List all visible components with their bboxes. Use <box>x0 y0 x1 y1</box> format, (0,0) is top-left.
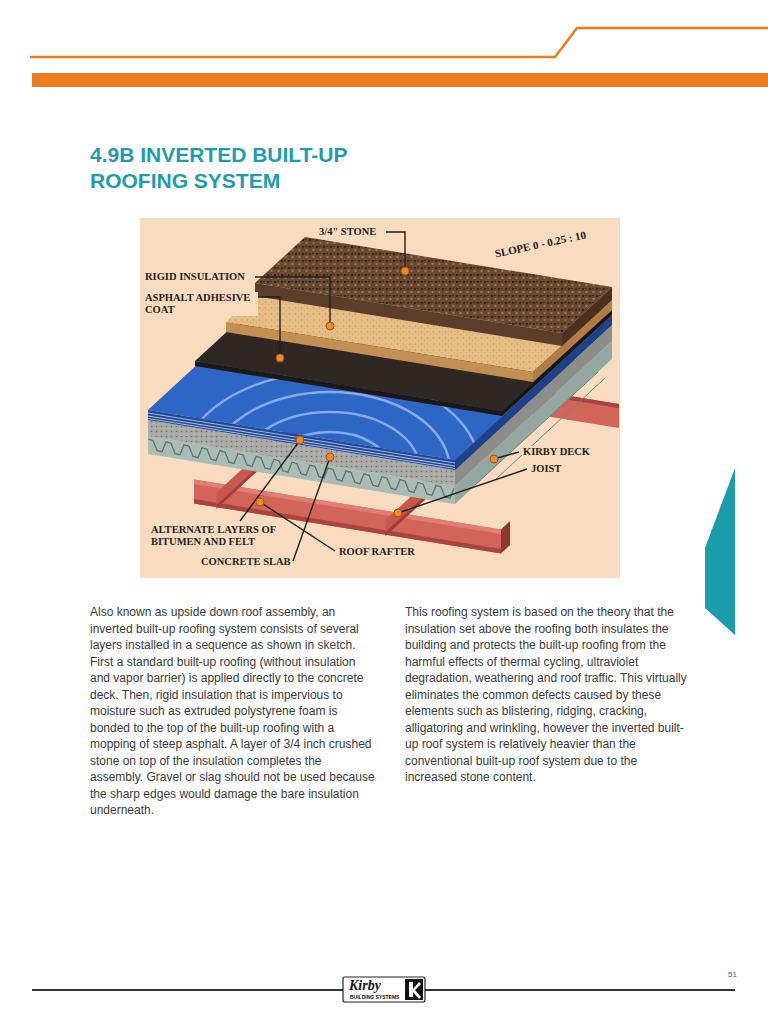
part-label: ASPHALT ADHESIVE COAT <box>144 292 258 316</box>
part-label: 3/4" STONE <box>318 226 377 238</box>
body-paragraph: Also known as upside down roof assembly,… <box>90 604 375 819</box>
header-rule <box>30 28 768 57</box>
stone-side <box>562 287 612 346</box>
illustration-ground <box>140 218 620 578</box>
leader-dot <box>490 455 498 463</box>
part-label: KIRBY DECK <box>522 446 591 458</box>
logo-icon-mark <box>409 982 421 999</box>
logo-icon <box>405 979 423 1000</box>
side-tab <box>705 468 735 635</box>
leader-lines <box>240 232 527 561</box>
leader-dot <box>256 498 264 506</box>
leader-line <box>497 452 519 458</box>
footer-rule <box>32 989 343 991</box>
leader-dot <box>296 436 304 444</box>
leader-line <box>293 460 329 561</box>
leader-line <box>255 277 330 323</box>
header-bar <box>32 73 768 87</box>
felt-line <box>148 419 455 469</box>
part-label: JOIST <box>530 463 562 475</box>
leader-dot <box>326 453 334 461</box>
part-label: RIGID INSULATION <box>144 271 246 283</box>
leader-dot <box>276 354 284 362</box>
roof-illustration <box>148 237 619 568</box>
stone-front <box>255 283 562 346</box>
leader-dot <box>326 322 334 330</box>
leader-line <box>240 443 298 521</box>
footer-rule <box>425 989 735 991</box>
leader-line <box>258 297 280 355</box>
section-title: 4.9B INVERTED BUILT-UP ROOFING SYSTEM <box>90 142 400 194</box>
rafter-end <box>501 521 510 554</box>
leader-line <box>401 469 527 512</box>
felt-line <box>148 413 455 463</box>
felt-line <box>148 416 455 466</box>
leader-dot <box>394 509 402 517</box>
part-label: CONCRETE SLAB <box>200 556 292 568</box>
logo-subtext: BUILDING SYSTEMS <box>350 994 399 1000</box>
logo-text: Kirby <box>349 978 381 993</box>
body-paragraph: This roofing system is based on the theo… <box>405 604 690 786</box>
part-label: ROOF RAFTER <box>338 546 416 558</box>
leader-line <box>386 232 405 268</box>
part-label: ALTERNATE LAYERS OF BITUMEN AND FELT <box>150 524 287 548</box>
leader-dots <box>256 267 498 517</box>
leader-dot <box>401 267 409 275</box>
page-number: 51 <box>728 970 737 980</box>
logo-frame <box>343 977 425 1002</box>
bitumen-front <box>148 410 455 470</box>
